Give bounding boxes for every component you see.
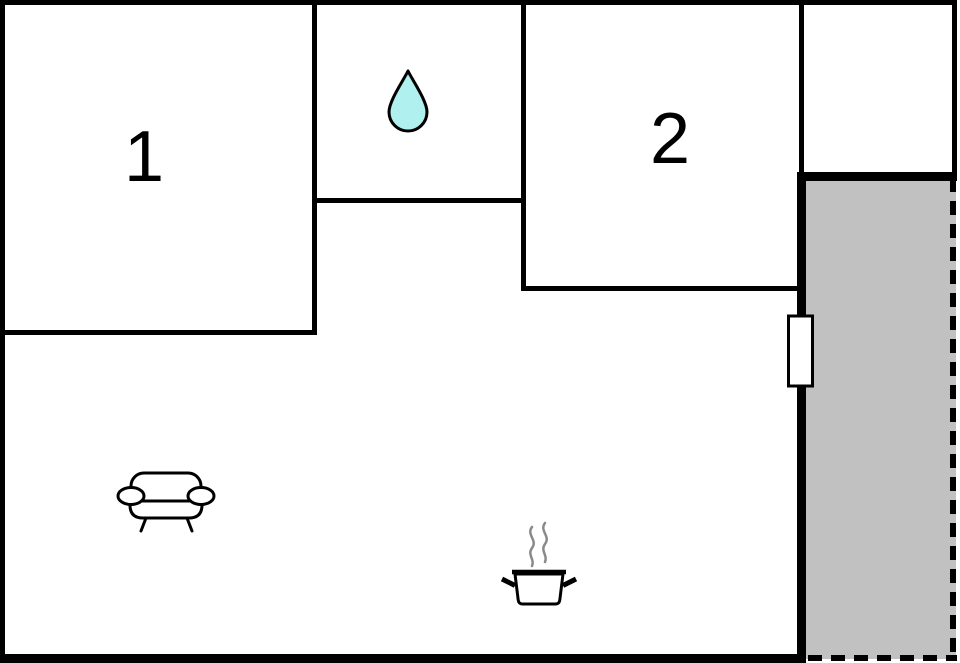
pot-handle-right <box>561 576 578 588</box>
room-1-label: 1 <box>124 117 164 197</box>
terrace-door-marker <box>787 314 814 388</box>
wall-room2-left <box>521 0 526 291</box>
wall-room1-right <box>312 0 317 335</box>
cooking-pot-icon <box>500 521 578 606</box>
wall-bottom <box>0 654 806 663</box>
wall-room1-bottom <box>0 330 317 335</box>
terrace-floor <box>801 174 956 659</box>
wall-entrance-right <box>952 0 957 177</box>
pot-body <box>513 572 565 606</box>
wall-bathroom-bottom <box>312 198 526 203</box>
wall-top <box>0 0 957 5</box>
steam-line <box>529 525 535 568</box>
pot-handle-left <box>500 576 517 588</box>
wall-terrace-top-thick <box>797 172 957 181</box>
room-2-label: 2 <box>650 99 690 179</box>
steam-line <box>542 521 548 564</box>
wall-house-right-thick <box>797 172 806 663</box>
wall-room2-entrance-divider <box>799 0 804 177</box>
sofa-icon <box>116 471 216 533</box>
water-drop-icon <box>387 69 429 133</box>
wall-room2-bottom <box>521 286 804 291</box>
terrace-area <box>801 174 957 661</box>
